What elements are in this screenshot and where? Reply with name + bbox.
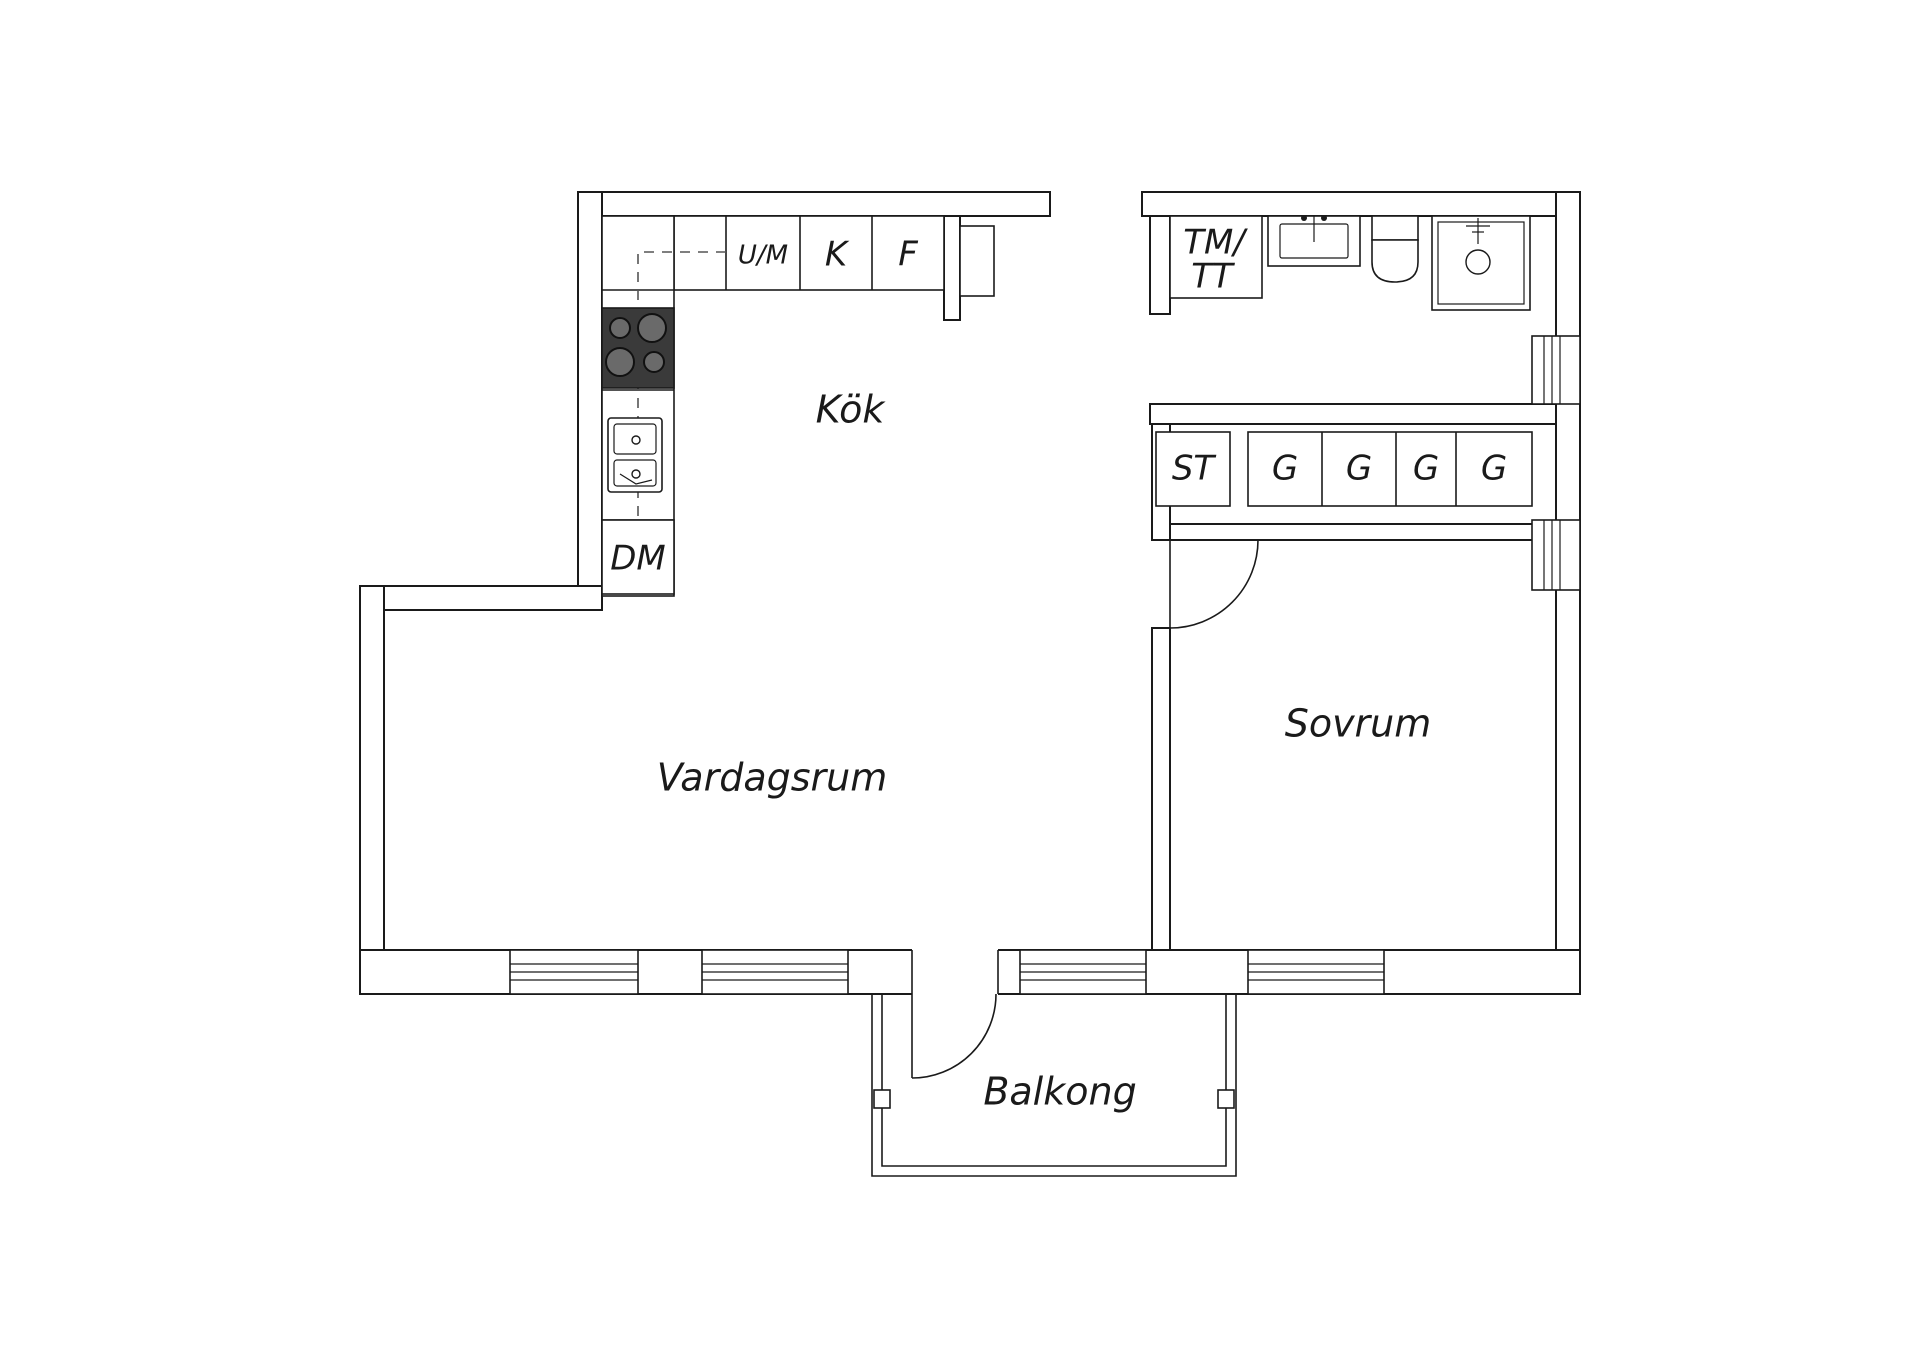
- wall-bath-bottom: [1149, 403, 1557, 425]
- label-fridge: K: [825, 235, 850, 275]
- balcony: [871, 994, 1237, 1177]
- window-bath: [1531, 335, 1581, 405]
- label-wardrobe-3: G: [1413, 449, 1439, 489]
- wall-top-right: [1141, 191, 1581, 217]
- label-washer-line2: TT: [1191, 257, 1235, 297]
- window-living-3: [1019, 949, 1147, 995]
- window-living-1: [509, 949, 639, 995]
- room-label-living-room: Vardagsrum: [657, 756, 888, 800]
- label-wardrobe-2: G: [1346, 449, 1372, 489]
- window-bedroom-side: [1531, 519, 1581, 591]
- label-wardrobe-4: G: [1481, 449, 1507, 489]
- kitchen-counter: [601, 215, 995, 597]
- label-wardrobe-1: G: [1272, 449, 1298, 489]
- wall-right: [1555, 191, 1581, 995]
- room-label-balcony: Balkong: [983, 1070, 1136, 1114]
- label-freezer: F: [898, 235, 918, 275]
- windows: [509, 335, 1581, 995]
- bathroom: [1169, 215, 1531, 311]
- bathroom-sink-icon: [1267, 215, 1361, 267]
- wall-left-kitchen: [577, 191, 603, 599]
- toilet-icon: [1371, 215, 1419, 283]
- shower-icon: [1431, 215, 1531, 311]
- wall-left-living: [359, 585, 385, 995]
- dishwasher-box: [601, 519, 675, 595]
- balcony-door-swing: [911, 993, 997, 1079]
- window-bedroom: [1247, 949, 1385, 995]
- window-living-2: [701, 949, 849, 995]
- kitchen-cabinet: [959, 225, 995, 297]
- storage: [1155, 431, 1533, 507]
- wall-bedroom-top: [1169, 523, 1557, 541]
- stove-icon: [601, 307, 675, 389]
- washer-dryer-box: [1169, 215, 1263, 299]
- wall-kitchen-column: [943, 215, 961, 321]
- labels: U/M K F DM TM/ TT ST G G G G Kök Vardags…: [610, 223, 1507, 1114]
- interior-walls: [943, 215, 1557, 951]
- wardrobe-row: [1247, 431, 1533, 507]
- kitchen-sink-icon: [607, 417, 663, 493]
- bedroom-door-swing: [1169, 539, 1259, 629]
- doors: [911, 539, 1259, 1079]
- label-dishwasher-microwave: U/M: [738, 241, 788, 271]
- wall-bath-left: [1149, 215, 1171, 315]
- room-label-kitchen: Kök: [816, 388, 887, 432]
- room-label-bedroom: Sovrum: [1285, 702, 1432, 746]
- outer-walls: [359, 191, 1581, 995]
- label-storage: ST: [1172, 449, 1217, 489]
- label-washer-line1: TM/: [1183, 223, 1248, 263]
- label-dishwasher: DM: [610, 539, 666, 579]
- wall-step: [359, 585, 603, 611]
- wall-top-left: [577, 191, 1051, 217]
- top-counter: [673, 215, 945, 291]
- wall-bedroom-left: [1151, 627, 1171, 951]
- storage-box: [1155, 431, 1231, 507]
